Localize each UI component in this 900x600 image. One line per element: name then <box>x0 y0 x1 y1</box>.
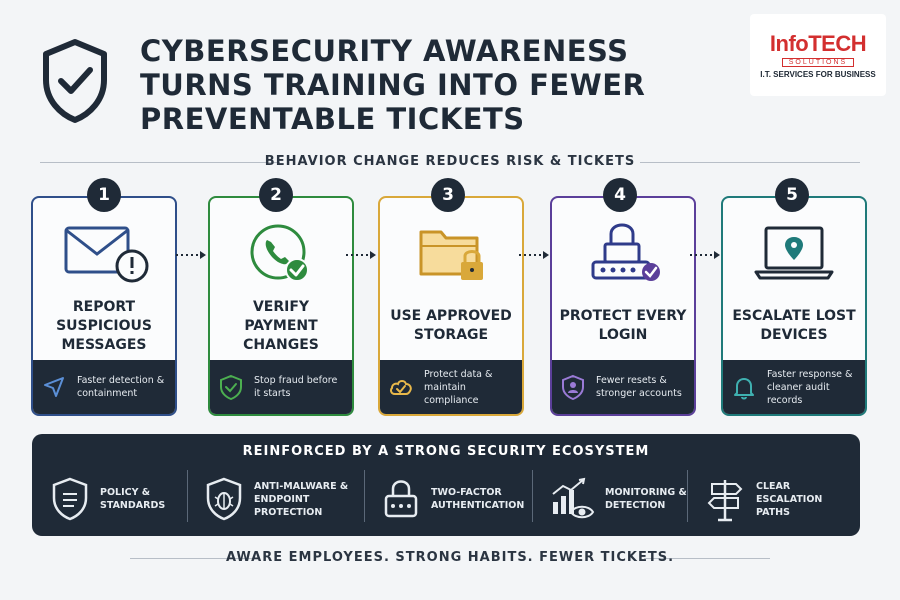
divider <box>532 470 533 522</box>
step-number: 5 <box>775 178 809 212</box>
title-line: CYBERSECURITY AWARENESS <box>140 34 629 68</box>
ecosystem-panel: REINFORCED BY A STRONG SECURITY ECOSYSTE… <box>32 434 860 536</box>
section-label: BEHAVIOR CHANGE REDUCES RISK & TICKETS <box>264 154 636 169</box>
step-number: 2 <box>259 178 293 212</box>
padlock-password-icon <box>591 223 660 281</box>
flow-arrow <box>176 246 208 259</box>
divider <box>364 470 365 522</box>
ecosystem-item: MONITORING & DETECTION <box>549 470 699 528</box>
step-benefit-text: Faster detection & containment <box>77 375 165 399</box>
ecosystem-item-label: CLEAR ESCALATION PATHS <box>756 480 823 518</box>
divider <box>40 162 280 163</box>
step-title: USE APPROVED STORAGE <box>390 308 512 343</box>
laptop-location-icon <box>754 226 834 280</box>
flow-arrow <box>690 246 722 259</box>
logo-tagline: I.T. SERVICES FOR BUSINESS <box>760 70 876 79</box>
ecosystem-item-label: MONITORING & DETECTION <box>605 487 687 511</box>
phone-check-icon <box>250 224 309 282</box>
user-shield-icon <box>562 374 584 400</box>
bug-shield-icon <box>206 477 242 521</box>
step-card: VERIFY PAYMENT CHANGES Stop fraud before… <box>208 196 354 416</box>
title-line: TURNS TRAINING INTO FEWER <box>140 68 646 102</box>
company-logo: InfoTECH SOLUTIONS I.T. SERVICES FOR BUS… <box>750 14 886 96</box>
page-title: CYBERSECURITY AWARENESS TURNS TRAINING I… <box>140 34 740 136</box>
logo-wordmark: InfoTECH <box>769 31 867 57</box>
divider <box>130 558 256 559</box>
step-benefit: Fewer resets & stronger accounts <box>552 360 694 414</box>
flow-arrow <box>346 246 378 259</box>
chart-eye-icon <box>552 477 595 519</box>
dotted-arrow-icon <box>176 251 206 259</box>
divider <box>687 470 688 522</box>
divider <box>187 470 188 522</box>
step-card: USE APPROVED STORAGE Protect data & main… <box>378 196 524 416</box>
step-card: PROTECT EVERY LOGIN Fewer resets & stron… <box>550 196 696 416</box>
shield-check-icon <box>220 374 242 400</box>
ecosystem-item: ANTI-MALWARE & ENDPOINT PROTECTION <box>204 470 364 528</box>
send-arrow-icon <box>44 377 64 397</box>
step-number: 4 <box>603 178 637 212</box>
envelope-alert-icon <box>64 226 149 283</box>
dotted-arrow-icon <box>519 251 549 259</box>
dotted-arrow-icon <box>690 251 720 259</box>
step-number: 1 <box>87 178 121 212</box>
step-number: 3 <box>431 178 465 212</box>
bell-icon <box>734 378 754 400</box>
step-benefit-text: Faster response & cleaner audit records <box>767 368 853 406</box>
signpost-icon <box>707 480 743 522</box>
step-card: REPORT SUSPICIOUS MESSAGES Faster detect… <box>31 196 177 416</box>
ecosystem-title: REINFORCED BY A STRONG SECURITY ECOSYSTE… <box>242 444 650 459</box>
step-card: ESCALATE LOST DEVICES Faster response & … <box>721 196 867 416</box>
ecosystem-item: TWO-FACTOR AUTHENTICATION <box>381 470 541 528</box>
title-line: PREVENTABLE TICKETS <box>140 102 525 136</box>
logo-subtitle: SOLUTIONS <box>781 58 855 67</box>
ecosystem-item: CLEAR ESCALATION PATHS <box>704 470 854 528</box>
shield-check-icon <box>43 39 107 123</box>
step-title: ESCALATE LOST DEVICES <box>732 308 856 343</box>
padlock-2fa-icon <box>384 480 418 518</box>
ecosystem-item-label: TWO-FACTOR AUTHENTICATION <box>431 487 525 511</box>
step-benefit: Faster detection & containment <box>33 360 175 414</box>
divider <box>644 558 770 559</box>
footer-tagline: AWARE EMPLOYEES. STRONG HABITS. FEWER TI… <box>225 550 675 565</box>
logo-word-tech: TECH <box>808 31 867 56</box>
flow-arrow <box>519 246 551 259</box>
logo-word-info: Info <box>769 31 809 56</box>
folder-lock-icon <box>419 230 483 280</box>
step-title: REPORT SUSPICIOUS MESSAGES <box>56 298 152 353</box>
step-benefit-text: Stop fraud before it starts <box>254 375 338 399</box>
ecosystem-item-label: ANTI-MALWARE & ENDPOINT PROTECTION <box>254 480 349 518</box>
step-title: PROTECT EVERY LOGIN <box>559 308 687 343</box>
ecosystem-item-label: POLICY & STANDARDS <box>100 487 166 511</box>
cloud-check-icon <box>390 380 412 395</box>
step-benefit-text: Protect data & maintain compliance <box>424 368 493 406</box>
step-benefit: Stop fraud before it starts <box>210 360 352 414</box>
step-title: VERIFY PAYMENT CHANGES <box>243 298 319 353</box>
step-benefit: Protect data & maintain compliance <box>380 360 522 414</box>
ecosystem-item: POLICY & STANDARDS <box>50 470 190 528</box>
dotted-arrow-icon <box>346 251 376 259</box>
step-benefit-text: Fewer resets & stronger accounts <box>596 375 682 399</box>
step-benefit: Faster response & cleaner audit records <box>723 360 865 414</box>
policy-shield-icon <box>52 477 88 521</box>
divider <box>640 162 860 163</box>
